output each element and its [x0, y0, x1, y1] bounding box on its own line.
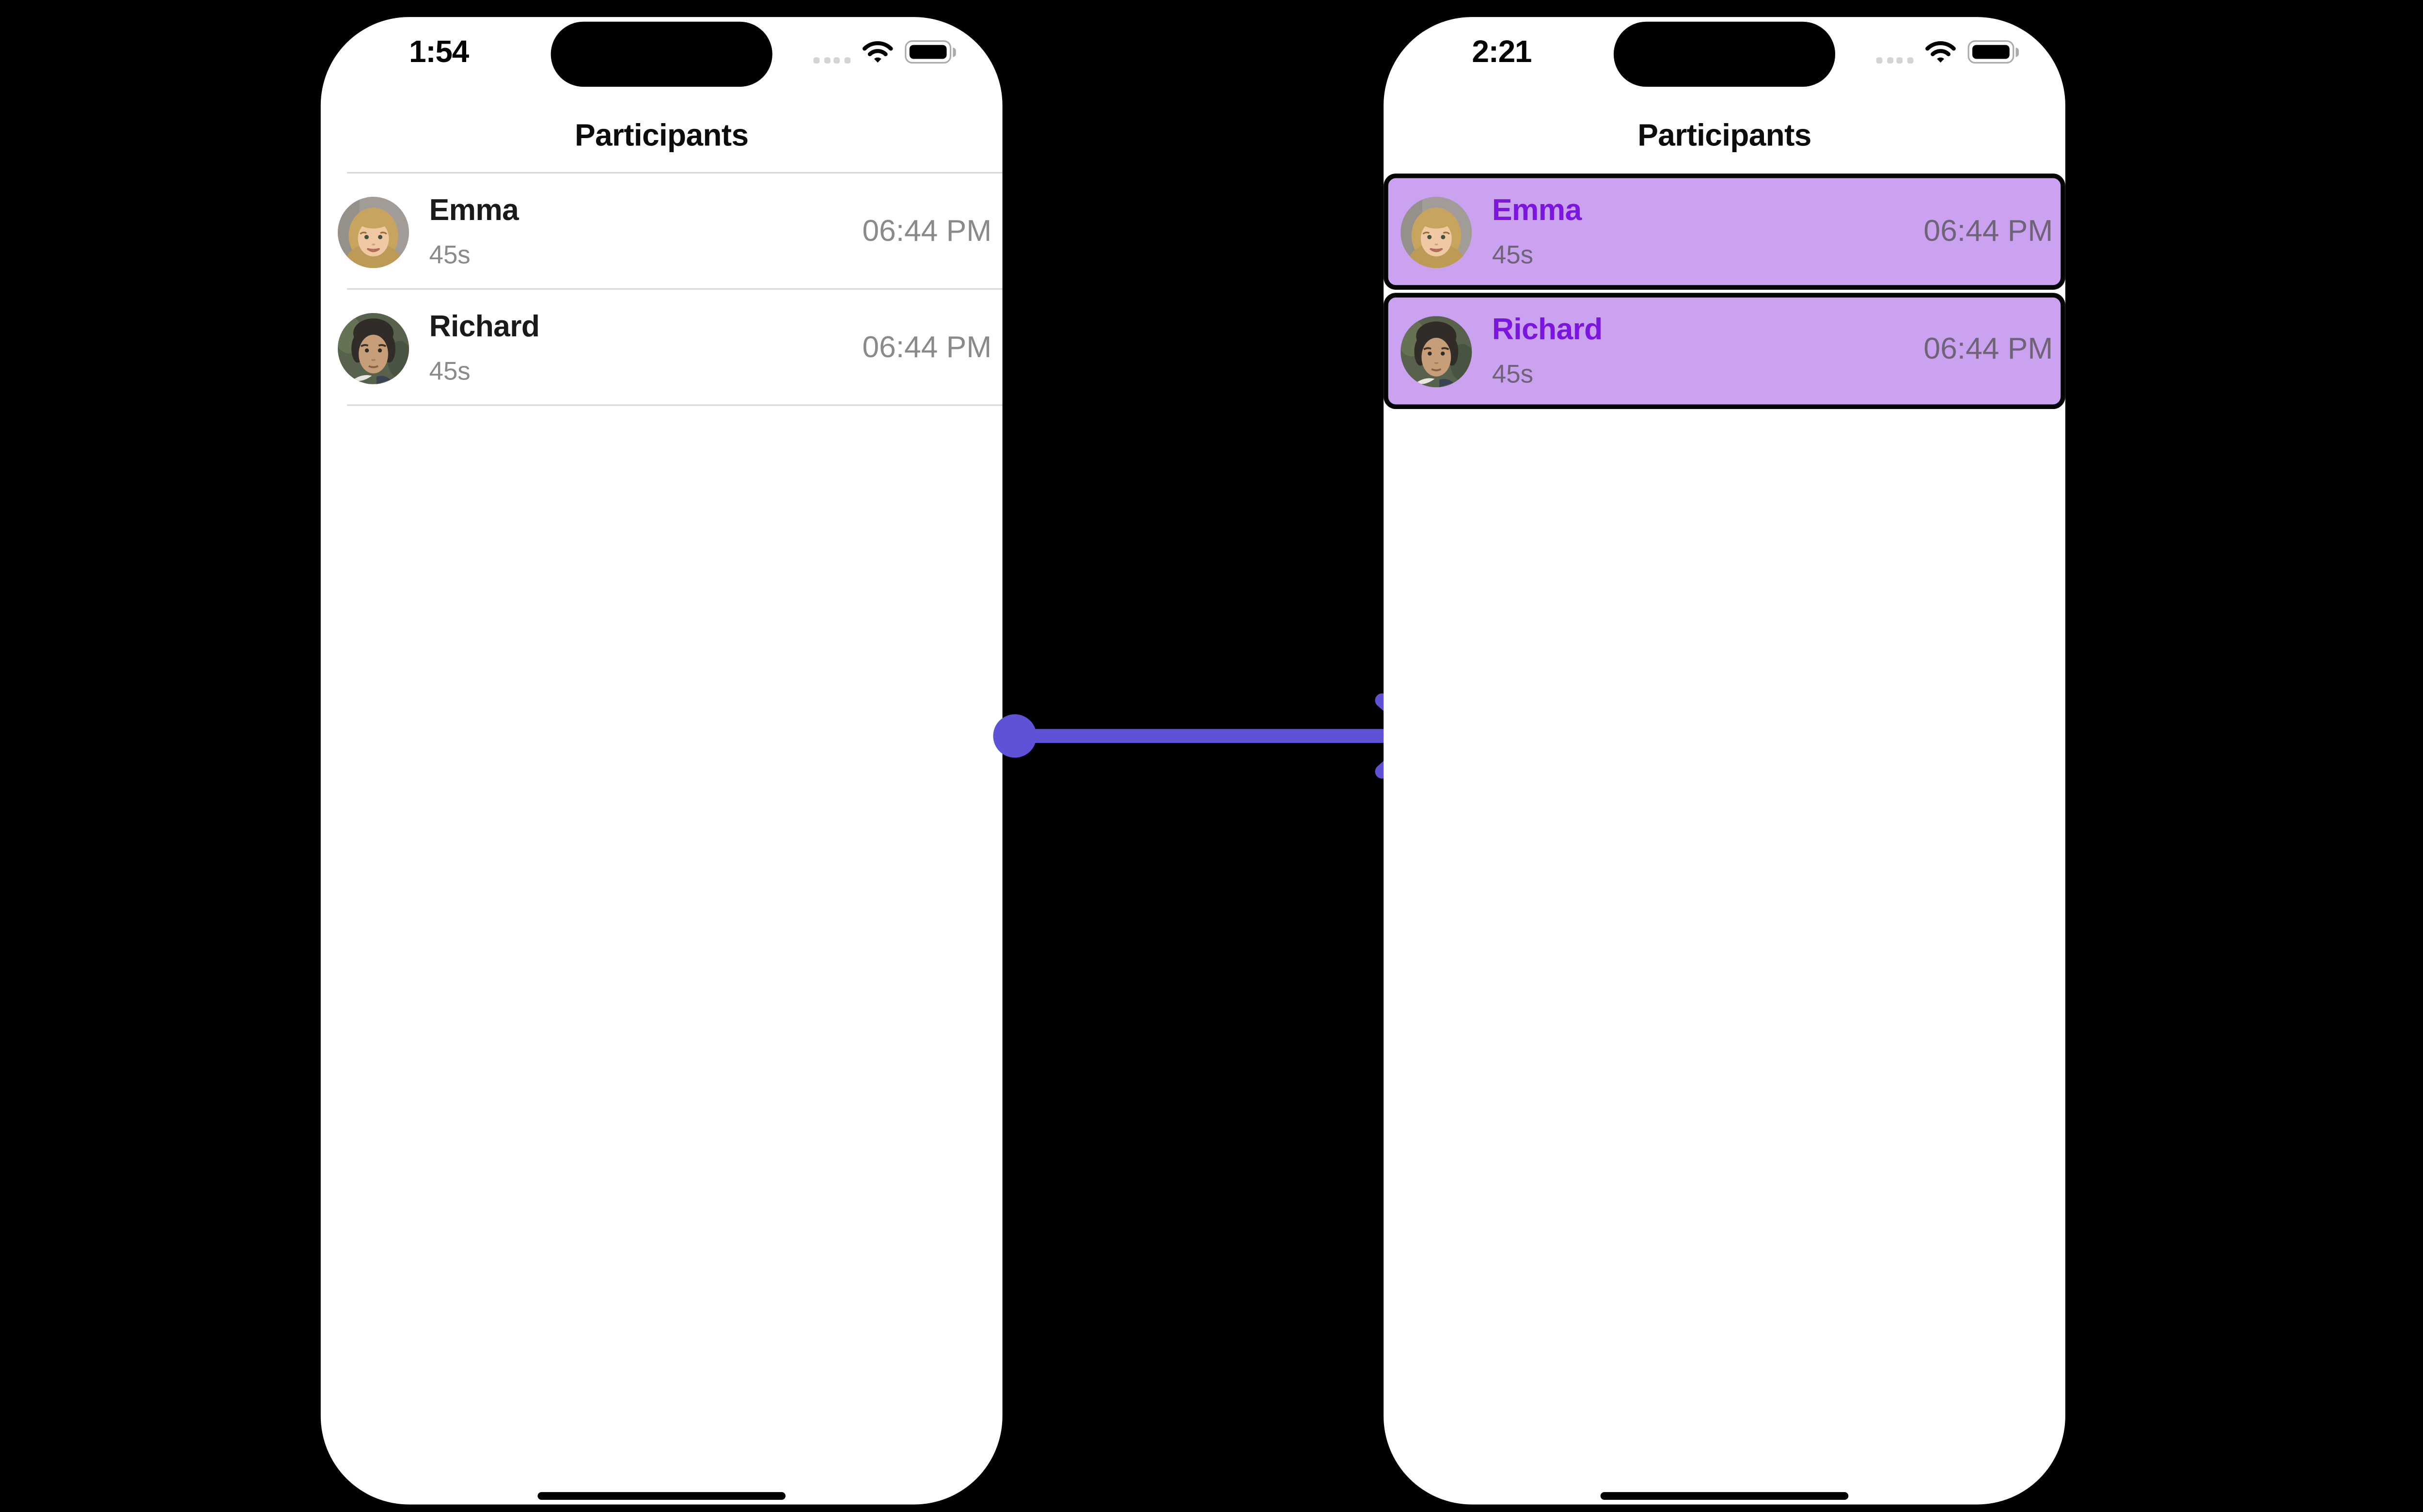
cellular-signal-icon [814, 56, 851, 63]
avatar-richard [337, 313, 409, 384]
participant-duration: 45s [1492, 360, 1533, 388]
participant-time: 06:44 PM [1923, 214, 2053, 248]
participant-time: 06:44 PM [862, 330, 992, 364]
wifi-icon [862, 41, 893, 63]
participant-time: 06:44 PM [862, 214, 992, 248]
participant-name: Richard [429, 310, 540, 344]
divider [347, 288, 1003, 290]
avatar-emma [337, 197, 409, 268]
phone-after: 2:21 Participants [1384, 17, 2065, 1505]
participant-name: Emma [1492, 193, 1582, 228]
participant-time: 06:44 PM [1923, 332, 2053, 367]
participant-duration: 45s [429, 241, 471, 270]
battery-icon [905, 40, 957, 64]
status-icons [1876, 40, 2020, 64]
cellular-signal-icon [1876, 56, 1914, 63]
dynamic-island [1613, 21, 1836, 87]
divider [347, 172, 1003, 174]
battery-icon [1967, 40, 2020, 64]
status-time: 1:54 [409, 35, 469, 70]
participant-row-richard[interactable]: Richard 45s 06:44 PM [321, 290, 1003, 406]
wifi-icon [1925, 41, 1956, 63]
page-title: Participants [1637, 119, 1811, 154]
participant-row-emma[interactable]: Emma 45s 06:44 PM [321, 173, 1003, 290]
avatar-richard [1400, 315, 1472, 387]
status-time: 2:21 [1472, 35, 1532, 70]
participant-row-emma-selected[interactable]: Emma 45s 06:44 PM [1384, 173, 2065, 290]
dynamic-island [551, 21, 772, 87]
participant-duration: 45s [429, 358, 471, 386]
participant-duration: 45s [1492, 241, 1533, 270]
home-indicator[interactable] [537, 1492, 786, 1500]
home-indicator[interactable] [1600, 1492, 1849, 1500]
divider [347, 404, 1003, 406]
participant-name: Richard [1492, 312, 1603, 346]
phone-before: 1:54 Participants [320, 17, 1003, 1505]
arrow-right-icon [993, 693, 1430, 779]
participant-row-richard-selected[interactable]: Richard 45s 06:44 PM [1384, 292, 2065, 409]
avatar-emma [1400, 197, 1472, 268]
page-title: Participants [575, 119, 749, 154]
participant-name: Emma [429, 193, 519, 228]
status-icons [814, 40, 957, 64]
